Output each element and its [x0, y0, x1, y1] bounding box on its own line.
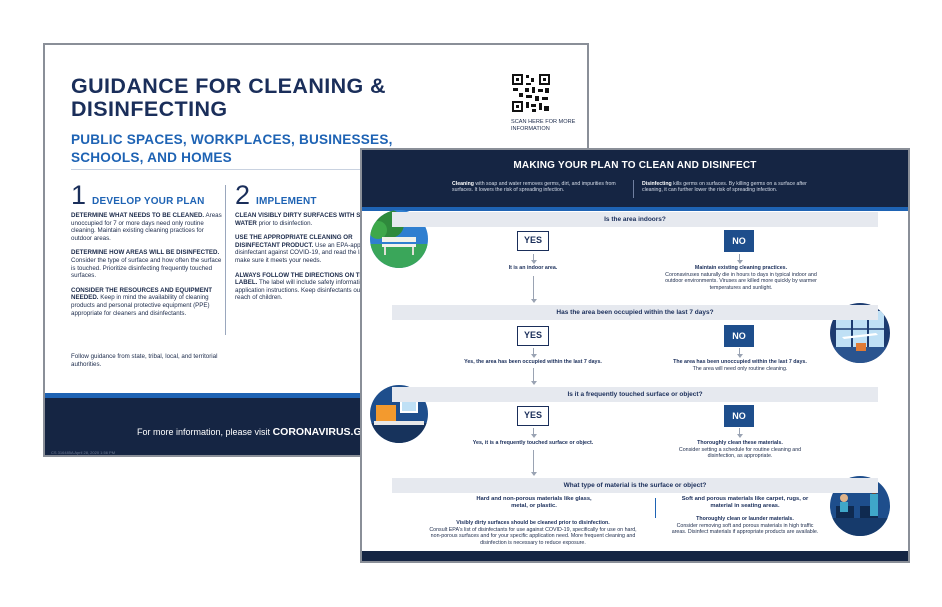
implement-column: 2 IMPLEMENT CLEAN VISIBLY DIRTY SURFACES… [235, 180, 389, 309]
no-button[interactable]: NO [724, 230, 754, 252]
question-frequently-touched: Is it a frequently touched surface or ob… [392, 387, 878, 402]
yes-answer-text: It is an indoor area. [508, 265, 558, 271]
step-paragraph: DETERMINE WHAT NEEDS TO BE CLEANED. Area… [71, 212, 222, 242]
flow-arrow [530, 428, 537, 438]
coronavirus-gov-link[interactable]: CORONAVIRUS.GOV [272, 426, 377, 438]
authorities-note: Follow guidance from state, tribal, loca… [71, 353, 218, 368]
step-paragraph: DETERMINE HOW AREAS WILL BE DISINFECTED.… [71, 249, 222, 280]
flow-arrow [530, 368, 537, 385]
front-page-title: MAKING YOUR PLAN TO CLEAN AND DISINFECT [513, 160, 757, 171]
flow-arrow [736, 254, 743, 264]
footer-text: For more information, please visit CORON… [137, 426, 377, 438]
no-answer-text: Thoroughly clean these materials.Conside… [678, 440, 802, 460]
question-occupied: Has the area been occupied within the la… [392, 305, 878, 320]
material-divider [655, 498, 656, 518]
flow-arrow [530, 348, 537, 358]
front-document-page: MAKING YOUR PLAN TO CLEAN AND DISINFECT … [360, 148, 910, 563]
step-paragraph: ALWAYS FOLLOW THE DIRECTIONS ON THE LABE… [235, 271, 380, 302]
step-paragraph: USE THE APPROPRIATE CLEANING OR DISINFEC… [235, 234, 379, 264]
qr-code-icon [511, 73, 551, 113]
footer-code: CS 316485A April 28, 2020 1:56 PM [51, 450, 116, 455]
no-answer-text: The area has been unoccupied within the … [673, 359, 807, 372]
step-paragraph: CONSIDER THE RESOURCES AND EQUIPMENT NEE… [71, 286, 213, 317]
back-page-subtitle: PUBLIC SPACES, WORKPLACES, BUSINESSES, S… [71, 132, 393, 165]
yes-button[interactable]: YES [517, 406, 549, 426]
flow-arrow [530, 276, 537, 303]
question-material-type: What type of material is the surface or … [392, 478, 878, 493]
disinfecting-definition: Disinfecting kills germs on surfaces. By… [642, 181, 807, 194]
step-paragraph: CLEAN VISIBLY DIRTY SURFACES WITH SOAP A… [235, 212, 389, 227]
yes-answer-text: Yes, the area has been occupied within t… [464, 359, 602, 365]
step-title: IMPLEMENT [256, 196, 317, 207]
header-divider [633, 180, 634, 198]
no-button[interactable]: NO [724, 325, 754, 347]
step-title: DEVELOP YOUR PLAN [92, 196, 205, 207]
qr-caption: SCAN HERE FOR MORE INFORMATION [511, 119, 576, 132]
accent-band [45, 393, 587, 398]
accent-band [362, 207, 908, 211]
step-number: 1 [71, 180, 87, 210]
flow-arrow [530, 450, 537, 476]
cleaning-definition: Cleaning with soap and water removes ger… [452, 181, 616, 194]
flow-arrow [736, 428, 743, 438]
flow-arrow [736, 348, 743, 358]
soft-materials-title: Soft and porous materials like carpet, r… [681, 496, 809, 509]
waiting-room-icon [830, 476, 890, 536]
title-divider [71, 169, 431, 170]
develop-plan-column: 1 DEVELOP YOUR PLAN DETERMINE WHAT NEEDS… [71, 180, 225, 324]
hard-materials-text: Visibly dirty surfaces should be cleaned… [429, 520, 637, 546]
front-page-header: MAKING YOUR PLAN TO CLEAN AND DISINFECT … [362, 150, 908, 207]
front-page-footer [362, 551, 908, 561]
step-number: 2 [235, 180, 251, 210]
hard-materials-title: Hard and non-porous materials like glass… [476, 496, 592, 509]
yes-answer-text: Yes, it is a frequently touched surface … [472, 440, 594, 446]
flow-arrow [530, 254, 537, 264]
yes-button[interactable]: YES [517, 231, 549, 251]
no-answer-text: Maintain existing cleaning practices.Cor… [665, 265, 817, 291]
column-divider [225, 185, 226, 335]
question-indoors: Is the area indoors? [392, 212, 878, 227]
yes-button[interactable]: YES [517, 326, 549, 346]
back-page-title: GUIDANCE FOR CLEANING & DISINFECTING [71, 74, 386, 121]
soft-materials-text: Thoroughly clean or launder materials.Co… [671, 516, 819, 536]
no-button[interactable]: NO [724, 405, 754, 427]
